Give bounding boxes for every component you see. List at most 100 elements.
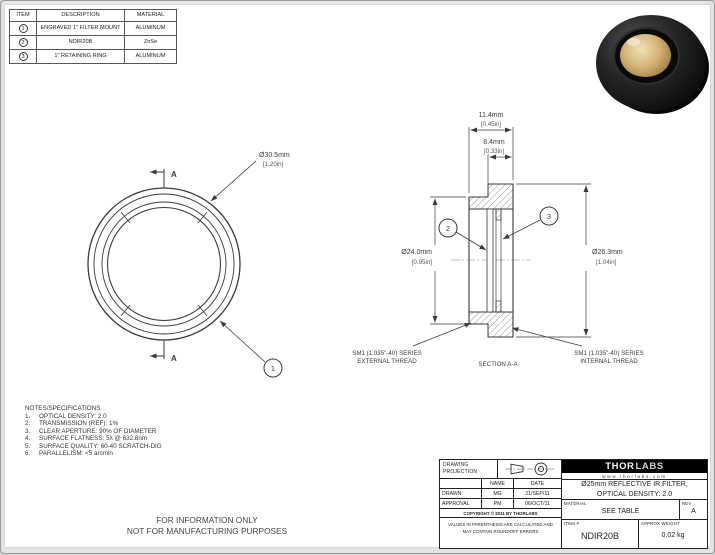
dim-outer-mm: Ø30.5mm	[259, 152, 290, 159]
drawing-title: Ø25mm REFLECTIVE IR FILTER, OPTICAL DENS…	[562, 480, 707, 500]
tolerance-note: VALUES IN PARENTHESIS ARE CALCULATED AND…	[448, 522, 553, 535]
drawn-label: DRAWN	[440, 489, 482, 498]
material-cell: MATERIAL SEE TABLE	[562, 500, 680, 519]
dim-inner-thickness	[487, 154, 512, 194]
retaining-ring-bottom	[495, 300, 502, 313]
dim-left-in: [0.95in]	[412, 259, 433, 266]
note-item: 5.SURFACE QUALITY: 60-40 SCRATCH-DIG	[25, 442, 162, 450]
copyright-note: COPYRIGHT © 2011 BY THORLABS	[440, 509, 561, 518]
disclaimer-line2: NOT FOR MANUFACTURING PURPOSES	[126, 526, 288, 537]
section-cut-line	[150, 169, 165, 359]
disclaimer-line1: FOR INFORMATION ONLY	[156, 515, 258, 525]
section-view	[451, 183, 531, 338]
notes-section: NOTES/SPECIFICATIONS 1.OPTICAL DENSITY: …	[25, 405, 162, 458]
dim-inner-mm: 8.4mm	[483, 139, 505, 146]
table-row-item-balloon: 2	[10, 35, 37, 50]
rev-value: A	[691, 507, 696, 515]
filter-element	[486, 208, 494, 313]
table-cell-material: ZnSe	[125, 35, 177, 50]
approval-name: PM	[482, 499, 514, 508]
dim-right-in: [1.04in]	[596, 259, 617, 266]
empty-cell	[440, 479, 482, 488]
dim-overall-mm: 11.4mm	[479, 112, 504, 119]
drawn-date: 21/SEP/11	[525, 490, 550, 497]
item-value: NDIR20B	[580, 530, 619, 541]
col-header-material: MATERIAL	[125, 10, 177, 22]
table-cell-material: ALUMINUM	[125, 21, 177, 36]
approval-date: 06/OCT/11	[525, 500, 550, 507]
dim-overall-thickness	[468, 127, 514, 193]
material-value: SEE TABLE	[601, 507, 640, 515]
section-letter-top: A	[171, 170, 177, 179]
drawn-name: MG	[482, 489, 514, 498]
name-header: NAME	[482, 479, 514, 488]
col-header-description: DESCRIPTION	[37, 10, 125, 22]
dim-right-mm: Ø26.3mm	[592, 249, 623, 256]
material-label: MATERIAL	[564, 501, 587, 506]
drawing-sheet	[4, 4, 711, 548]
rev-label: REV	[682, 501, 692, 506]
retaining-ring-top	[495, 208, 502, 221]
table-row-item-balloon: 3	[10, 49, 37, 64]
product-photo	[596, 15, 709, 114]
external-thread-label: SM1 (1.035"-40) SERIES EXTERNAL THREAD	[352, 322, 472, 365]
svg-text:SM1 (1.035"-40) SERIES: SM1 (1.035"-40) SERIES	[352, 350, 422, 357]
svg-text:EXTERNAL THREAD: EXTERNAL THREAD	[357, 358, 417, 365]
date-header: DATE	[530, 480, 545, 487]
section-letter-bottom: A	[171, 354, 177, 363]
balloon-2-number: 2	[446, 224, 450, 233]
notes-title: NOTES/SPECIFICATIONS	[25, 405, 101, 412]
note-item: 6.PARALLELISM: <5 arcmin	[25, 450, 113, 458]
thread-tick-marks	[120, 211, 208, 317]
disclaimer: FOR INFORMATION ONLY NOT FOR MANUFACTURI…	[79, 515, 335, 537]
parts-table: ITEM DESCRIPTION MATERIAL 1 ENGRAVED 1" …	[9, 9, 177, 64]
top-cross-section	[468, 183, 514, 210]
table-row-item-balloon: 1	[10, 21, 37, 36]
note-item: 2.TRANSMISSION (REF): 1%	[25, 420, 119, 428]
section-label: SECTION A-A	[478, 361, 518, 368]
note-item: 3.CLEAR APERTURE: 90% OF DIAMETER	[25, 427, 157, 435]
weight-label: APPROX WEIGHT	[641, 521, 680, 526]
balloon-3: 3	[502, 206, 559, 240]
svg-text:SM1 (1.035"-40) SERIES: SM1 (1.035"-40) SERIES	[574, 350, 644, 357]
weight-value: 0.02 kg	[661, 532, 685, 539]
approval-label: APPROVAL	[440, 499, 482, 508]
website-text: www.thorlabs.com	[562, 473, 707, 480]
balloon-3-number: 3	[547, 212, 551, 221]
table-cell-description: NDIR20B	[37, 35, 125, 50]
svg-text:INTERNAL THREAD: INTERNAL THREAD	[580, 358, 638, 365]
table-cell-description: 1" RETAINING RING	[37, 49, 125, 64]
note-item: 1.OPTICAL DENSITY: 2.0	[25, 412, 107, 420]
projection-label: DRAWING PROJECTION	[440, 460, 498, 478]
drawing-title-line2: OPTICAL DENSITY: 2.0	[596, 490, 673, 498]
item-number-1: 1	[18, 23, 28, 33]
dim-overall-in: [0.45in]	[481, 121, 502, 128]
item-number-cell: ITEM # NDIR20B	[562, 520, 639, 548]
dim-outer-in: [1.20in]	[263, 161, 284, 168]
bottom-cross-section	[468, 311, 514, 338]
title-block-left: DRAWING PROJECTION NAME DATE DRAWN MG	[440, 460, 562, 548]
dim-outer-diameter: Ø30.5mm [1.20in]	[210, 152, 290, 202]
table-cell-material: ALUMINUM	[125, 49, 177, 64]
item-label: ITEM #	[564, 521, 580, 526]
col-header-item: ITEM	[10, 10, 37, 22]
dim-inner-in: [0.33in]	[484, 148, 505, 155]
title-block: DRAWING PROJECTION NAME DATE DRAWN MG	[439, 459, 708, 549]
third-angle-projection-icon	[498, 460, 561, 478]
internal-thread-label: SM1 (1.035"-40) SERIES INTERNAL THREAD	[511, 327, 644, 365]
item-number-3: 3	[18, 51, 28, 61]
item-number-2: 2	[18, 37, 28, 47]
weight-cell: APPROX WEIGHT 0.02 kg	[639, 520, 707, 548]
drawing-title-line1: Ø25mm REFLECTIVE IR FILTER,	[581, 481, 688, 489]
rev-cell: REV A	[680, 500, 707, 519]
table-cell-description: ENGRAVED 1" FILTER MOUNT	[37, 21, 125, 36]
balloon-1-number: 1	[271, 364, 275, 373]
balloon-1: 1	[219, 320, 283, 378]
dim-left-diameter	[430, 196, 466, 325]
lens-highlight	[626, 38, 640, 46]
note-item: 4.SURFACE FLATNESS: 5λ @ 632.8nm	[25, 435, 148, 443]
